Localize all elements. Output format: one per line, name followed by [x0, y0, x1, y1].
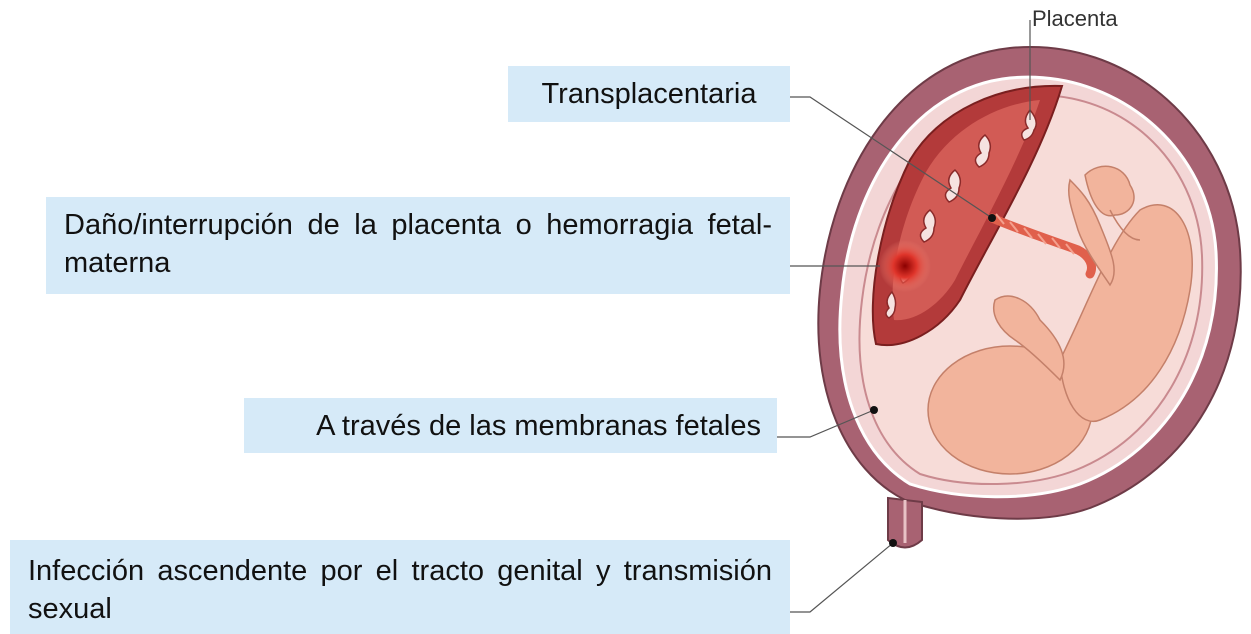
label-membranas-fetales: A través de las membranas fetales — [244, 398, 777, 453]
label-transplacentaria-text: Transplacentaria — [542, 78, 757, 110]
placenta-label: Placenta — [1032, 6, 1118, 32]
leader-ascendente — [790, 543, 893, 612]
label-dano-placenta: Daño/interrupción de la placenta o hemor… — [46, 197, 790, 294]
hemorrhage-spot — [879, 240, 931, 292]
label-infeccion-ascendente: Infección ascendente por el tracto genit… — [10, 540, 790, 634]
label-transplacentaria: Transplacentaria — [508, 66, 790, 122]
